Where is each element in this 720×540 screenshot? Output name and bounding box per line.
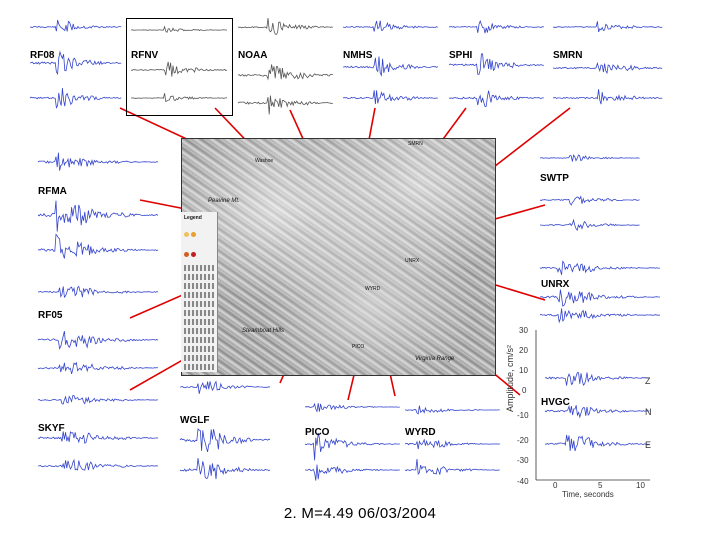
- skyf-trace-3: [37, 458, 159, 471]
- pico-trace-2: [304, 432, 400, 461]
- station-label-skyf: SKYF: [38, 423, 65, 434]
- rfnv-trace-2: [130, 61, 228, 77]
- smrn-trace-3: [552, 89, 663, 105]
- nmhs-trace-2: [343, 56, 439, 77]
- swtp-trace-1: [539, 154, 640, 162]
- map-label-peavine: Peavine Mt.: [208, 198, 240, 204]
- unrx-trace-2: [539, 289, 661, 307]
- event-caption: 2. M=4.49 06/03/2004: [283, 505, 437, 522]
- station-label-nmhs: NMHS: [343, 50, 373, 61]
- pico-trace-3: [305, 464, 400, 481]
- wyrd-trace-3: [404, 458, 500, 475]
- nmhs-trace-1: [342, 20, 438, 32]
- map-legend-title: Legend: [184, 215, 202, 221]
- amplitude-axis-title: Amplitude, cm/s²: [505, 344, 515, 412]
- amp-tick: 10: [519, 366, 528, 375]
- smrn-trace-1: [552, 21, 663, 33]
- station-label-sphi: SPHI: [449, 50, 473, 61]
- wglf-trace-3: [179, 458, 271, 480]
- rfma-trace-1: [37, 152, 159, 171]
- wglf-trace-2: [179, 428, 271, 453]
- rf05-trace-1: [38, 285, 159, 299]
- sphi-trace-1: [448, 19, 544, 34]
- hvgc-trace-1: [544, 372, 650, 386]
- map-label-wyrd: WYRD: [365, 286, 381, 292]
- station-label-wyrd: WYRD: [405, 427, 436, 438]
- amp-tick: 20: [519, 346, 528, 355]
- map-label-smrn: SMRN: [408, 141, 423, 147]
- rfma-trace-3: [37, 233, 159, 259]
- wyrd-trace-2: [404, 438, 500, 450]
- wyrd-trace-1: [405, 405, 500, 415]
- station-label-noaa: NOAA: [238, 50, 268, 61]
- rfnv-trace-1: [130, 25, 228, 33]
- skyf-trace-2: [37, 431, 159, 444]
- unrx-trace-3: [539, 308, 661, 324]
- rfnv-trace-3: [131, 93, 228, 103]
- map-label-washoe: Washoe: [255, 158, 274, 164]
- unrx-trace-1: [539, 260, 660, 275]
- map-label-pico: PICO: [352, 344, 365, 350]
- station-label-rfma: RFMA: [38, 186, 67, 197]
- amp-tick: 30: [519, 326, 528, 335]
- amp-tick: -10: [517, 411, 529, 420]
- pico-trace-1: [304, 402, 400, 413]
- component-label-z: Z: [645, 376, 651, 386]
- station-label-unrx: UNRX: [541, 279, 570, 290]
- station-label-swtp: SWTP: [540, 173, 569, 184]
- map-label-steamboat: Steamboat Hills: [242, 328, 285, 334]
- rfnv-highlight-box: [126, 18, 233, 116]
- swtp-trace-3: [539, 218, 640, 232]
- time-axis-title: Time, seconds: [562, 490, 614, 499]
- rf08-trace-3: [29, 88, 122, 109]
- rfma-trace-2: [37, 200, 159, 232]
- sphi-trace-3: [448, 90, 544, 107]
- sphi-trace-2: [448, 53, 544, 75]
- station-label-hvgc: HVGC: [541, 397, 570, 408]
- station-label-rfnv: RFNV: [131, 50, 159, 61]
- rf08-trace-2: [29, 50, 122, 76]
- time-tick: 0: [553, 481, 558, 490]
- hvgc-trace-2: [544, 404, 650, 419]
- map-legend: Legend: [181, 212, 218, 372]
- amp-tick: -30: [517, 456, 529, 465]
- amp-tick: -40: [517, 477, 529, 486]
- time-tick: 10: [636, 481, 645, 490]
- map-label-virginia-range: Virginia Range: [415, 356, 455, 362]
- skyf-trace-1: [37, 395, 158, 405]
- map-label-unrx: UNRX: [405, 258, 420, 264]
- component-label-n: N: [645, 407, 652, 417]
- noaa-trace-3: [237, 95, 333, 115]
- hvgc-trace-3: [544, 434, 650, 452]
- nmhs-trace-3: [342, 90, 438, 105]
- station-label-wglf: WGLF: [180, 415, 210, 426]
- time-tick: 5: [598, 481, 603, 490]
- swtp-trace-2: [539, 195, 640, 206]
- station-map: [181, 138, 496, 376]
- wglf-trace-1: [179, 380, 271, 394]
- noaa-trace-1: [237, 17, 333, 35]
- station-label-smrn: SMRN: [553, 50, 583, 61]
- noaa-trace-2: [237, 64, 333, 81]
- amp-tick: -20: [517, 436, 529, 445]
- amp-tick: 0: [522, 386, 527, 395]
- component-label-e: E: [645, 440, 652, 450]
- station-label-pico: PICO: [305, 427, 330, 438]
- station-label-rf05: RF05: [38, 310, 63, 321]
- station-label-rf08: RF08: [30, 50, 55, 61]
- rf08-trace-1: [29, 19, 122, 32]
- rf05-trace-3: [37, 361, 159, 375]
- rf05-trace-2: [37, 331, 159, 350]
- smrn-trace-2: [552, 61, 663, 75]
